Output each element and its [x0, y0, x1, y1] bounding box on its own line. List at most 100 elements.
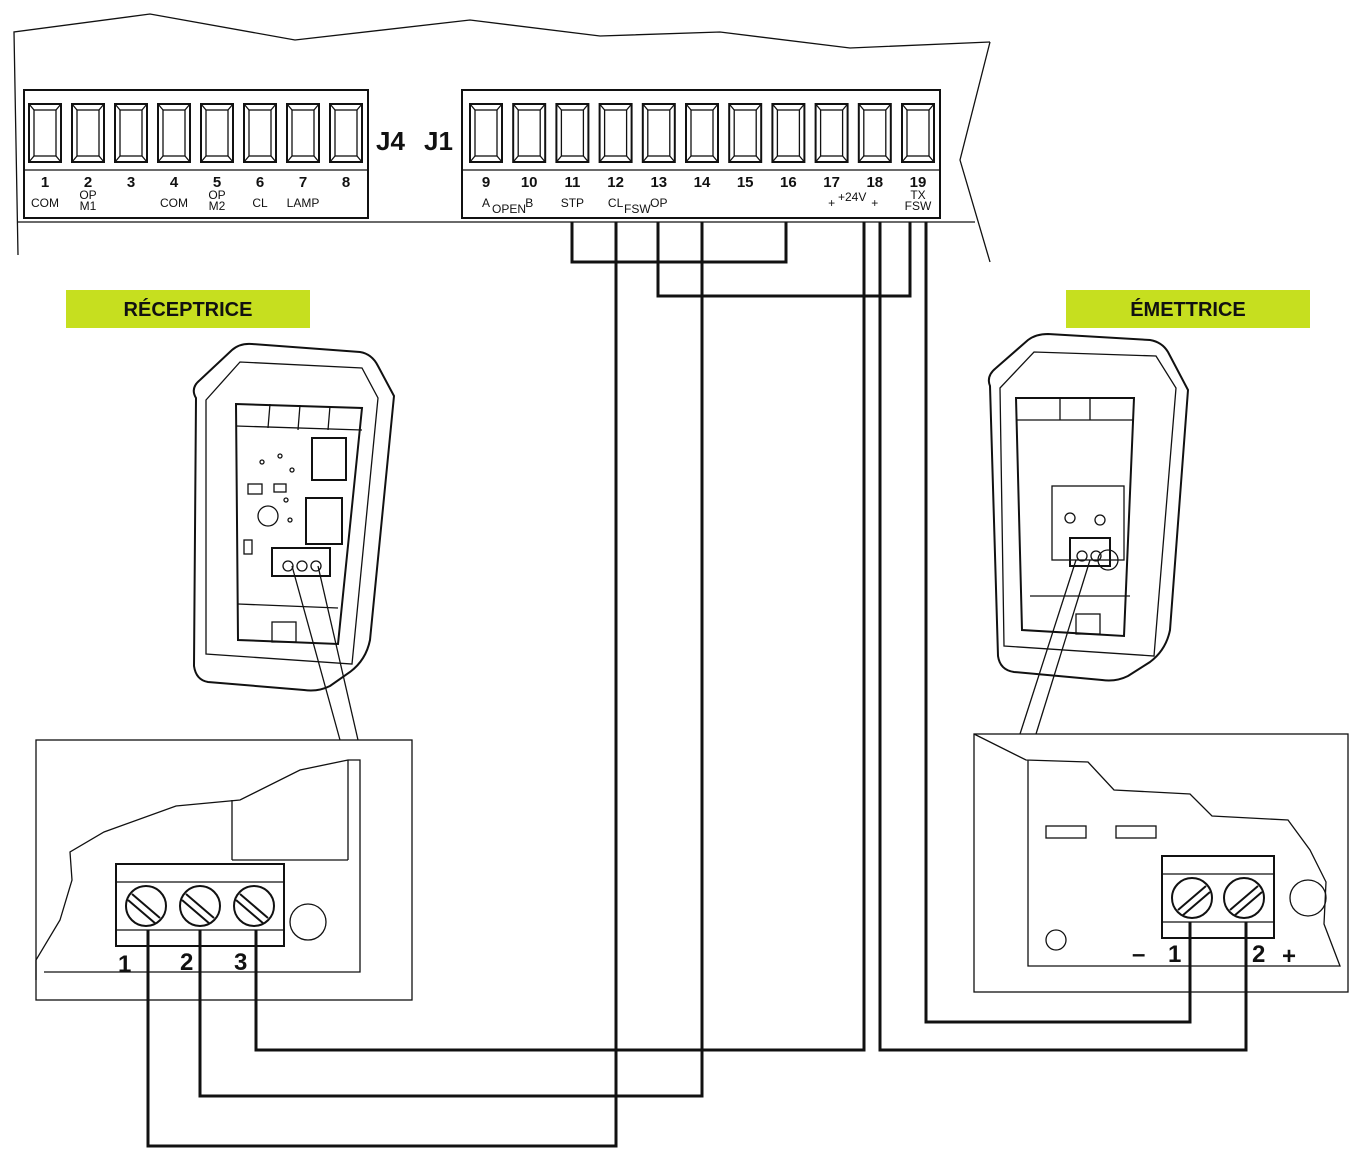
- j1-terminal-10-function: B: [525, 196, 533, 210]
- receiver-screw-1: [125, 885, 167, 927]
- j4-terminal-1-slot: [28, 103, 62, 163]
- emitter-terminal-2-label: 2: [1252, 941, 1265, 968]
- j1-terminal-14-slot: [685, 103, 719, 163]
- j1-terminal-18-slot: [857, 103, 892, 163]
- j4-terminal-7-slot: [286, 103, 320, 163]
- receiver-terminal-3-label: 3: [234, 949, 247, 976]
- j1-terminal-18-screw: [863, 109, 887, 157]
- j1-terminal-15-slot: [728, 103, 763, 163]
- j1-terminal-13-screw: [647, 109, 671, 157]
- wire-17-to-receiver-3: [254, 222, 866, 1052]
- j1-terminal-11-function: STP: [561, 196, 584, 210]
- j4-terminal-5-function: OP: [208, 188, 225, 202]
- emitter-terminal-1-label: 1: [1168, 941, 1181, 968]
- j1-terminal-19-screw: [906, 109, 930, 157]
- j1-fsw-label: FSW: [624, 202, 651, 216]
- j4-terminal-5-number: 5: [213, 174, 221, 191]
- wire-bridge-13-19: [656, 222, 912, 298]
- j1-terminal-13-function: OP: [650, 196, 667, 210]
- j1-terminal-13-number: 13: [650, 174, 667, 191]
- j4-terminal-2-number: 2: [84, 174, 92, 191]
- wiring: [146, 222, 1248, 1148]
- j1-terminal-11-screw: [560, 109, 585, 157]
- emitter-minus-label: –: [1132, 941, 1145, 968]
- wire-12-to-receiver-1: [146, 222, 618, 1148]
- wire-18-to-emitter-2: [878, 222, 1248, 1052]
- emitter-device: [987, 332, 1190, 682]
- j1-terminal-17-number: 17: [823, 174, 840, 191]
- j1-terminal-16-number: 16: [780, 174, 797, 191]
- emitter-badge: ÉMETTRICE: [1066, 290, 1310, 328]
- j4-terminal-8-screw: [334, 109, 358, 157]
- receiver-badge-bg: [66, 290, 310, 328]
- j4-terminal-1-screw: [33, 109, 57, 157]
- wire-bridge-11-16: [570, 222, 788, 264]
- receiver-screw-3: [233, 885, 275, 927]
- j4-terminal-7-function: LAMP: [287, 196, 320, 210]
- j1-terminal-17-screw: [819, 109, 844, 157]
- j1-terminal-11-slot: [555, 103, 590, 163]
- j4-terminal-1-function: COM: [31, 196, 59, 210]
- receiver-detail: 1 2 3: [35, 739, 413, 1001]
- j1-24v-label: +24V: [838, 190, 866, 204]
- j1-terminal-10-number: 10: [521, 174, 538, 191]
- j4-terminal-8-slot: [329, 103, 363, 163]
- j1-terminal-11-number: 11: [564, 174, 580, 191]
- j1-terminal-19-number: 19: [910, 174, 927, 191]
- j4-terminal-4-number: 4: [170, 174, 179, 191]
- j1-open-label: OPEN: [492, 202, 526, 216]
- wire-14-to-receiver-2: [198, 222, 704, 1098]
- j1-terminal-10-slot: [512, 103, 547, 163]
- receiver-badge: RÉCEPTRICE: [66, 290, 310, 328]
- emitter-detail: – 1 2 +: [973, 733, 1349, 993]
- j1-terminal-12-slot: [598, 103, 633, 163]
- emitter-badge-bg: [1066, 290, 1310, 328]
- emitter-zoom-guide: [1019, 559, 1091, 735]
- j4-terminal-6-function: CL: [252, 196, 268, 210]
- j4-terminal-8-number: 8: [342, 174, 350, 191]
- j4-terminal-5-screw: [205, 109, 229, 157]
- wire-19-to-emitter-1: [924, 222, 1192, 1024]
- j1-terminal-19-function: FSW: [905, 199, 932, 213]
- emitter-badge-text: ÉMETTRICE: [1130, 298, 1246, 321]
- emitter-screw-2: [1223, 877, 1265, 919]
- j1-terminal-15-number: 15: [737, 174, 754, 191]
- j4-terminal-6-slot: [243, 103, 277, 163]
- j4-terminal-3-screw: [119, 109, 143, 157]
- j4-terminal-2-function: OP: [79, 188, 96, 202]
- j4-terminal-5-function: M2: [209, 199, 226, 213]
- receiver-device: [192, 342, 396, 692]
- j4-terminal-6-screw: [248, 109, 272, 157]
- receiver-terminal-1-label: 1: [118, 951, 131, 978]
- j1-terminal-19-slot: [901, 103, 935, 163]
- j4-terminal-4-function: COM: [160, 196, 188, 210]
- j1-terminal-14-screw: [690, 109, 714, 157]
- j1-terminal-17-function: +: [828, 196, 835, 210]
- j1-terminal-10-screw: [517, 109, 541, 157]
- j4-terminal-2-function: M1: [80, 199, 97, 213]
- j1-terminal-12-screw: [603, 109, 628, 157]
- j1-terminal-9-screw: [474, 109, 498, 157]
- emitter-plus-label: +: [1282, 943, 1296, 970]
- receiver-badge-text: RÉCEPTRICE: [124, 298, 253, 321]
- j1-terminal-13-slot: [641, 103, 676, 163]
- j4-terminal-7-screw: [291, 109, 315, 157]
- j1-terminal-18-number: 18: [866, 174, 883, 191]
- j4-terminal-2-slot: [71, 103, 105, 163]
- j4-terminal-3-slot: [114, 103, 148, 163]
- receiver-zoom-guide: [291, 565, 359, 741]
- j4-terminal-7-number: 7: [299, 174, 307, 191]
- j1-connector-label: J1: [424, 126, 453, 156]
- j4-terminal-4-screw: [162, 109, 186, 157]
- control-board: [13, 13, 991, 263]
- j4-terminal-4-slot: [157, 103, 191, 163]
- j1-terminal-18-function: +: [871, 196, 878, 210]
- j1-terminal-12-number: 12: [607, 174, 624, 191]
- j1-terminal-16-slot: [771, 103, 806, 163]
- j1-terminal-12-function: CL: [608, 196, 624, 210]
- j1-terminal-9-number: 9: [482, 174, 490, 191]
- j4-terminal-1-number: 1: [41, 174, 49, 191]
